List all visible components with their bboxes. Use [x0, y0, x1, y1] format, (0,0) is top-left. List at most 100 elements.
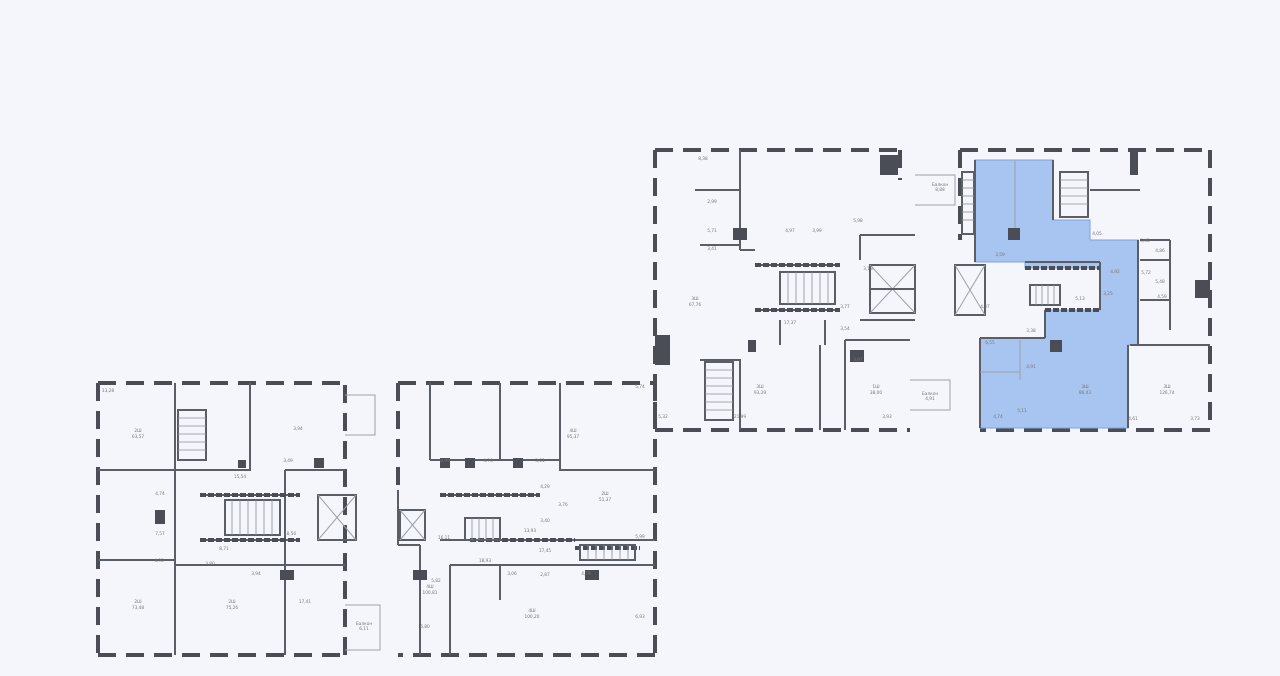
area-label: 3,76: [558, 502, 568, 508]
stairs: [177, 409, 281, 536]
area-label: 3,40: [540, 518, 550, 524]
area-label: 3,97: [853, 357, 863, 363]
room-type-label: 3Ш: [756, 384, 764, 390]
room-area-label: 75,26: [226, 605, 239, 611]
area-label: 5,82: [431, 578, 441, 584]
area-label: 4,05: [1092, 231, 1102, 237]
area-label: 18,93: [479, 558, 492, 564]
area-label: 6,55: [985, 340, 995, 346]
area-label: 4,93: [154, 558, 164, 564]
area-label: 6,93: [635, 614, 645, 620]
room-type-label: 1Ш: [872, 384, 880, 390]
balcony-area-label: 6,11: [359, 626, 369, 632]
area-label: 4,86: [1155, 248, 1165, 254]
area-label: 4,76: [483, 458, 493, 464]
room-area-label: 86,43: [1079, 390, 1092, 396]
area-label: 5,71: [707, 228, 717, 234]
room-area-label: 63,57: [132, 434, 145, 440]
room-area-label: 67,76: [689, 302, 702, 308]
area-label: 13,28: [102, 388, 115, 394]
area-label: 4,61: [1128, 416, 1138, 422]
block-far-east: [954, 148, 1212, 432]
apartment-selected[interactable]: [974, 159, 1139, 429]
area-label: 3,51: [535, 458, 545, 464]
balcony-label: Балкон: [356, 621, 373, 627]
area-label: 8,99: [440, 458, 450, 464]
area-label: 3,54: [840, 326, 850, 332]
area-label: 5,99: [635, 534, 645, 540]
room-type-label: 3Ш: [691, 296, 699, 302]
area-label: 3,93: [882, 414, 892, 420]
stairs: [961, 171, 1089, 306]
room-type-label: 4Ш: [569, 428, 577, 434]
balcony-area-label: 8,88: [935, 187, 945, 193]
area-label: 5,98: [853, 218, 863, 224]
area-label: 3,18: [863, 266, 873, 272]
area-label: 3,94: [293, 426, 303, 432]
block-west: [96, 381, 381, 657]
balcony-label: Балкон: [922, 391, 939, 397]
area-label: 3,59: [995, 252, 1005, 258]
area-label: 3,99: [812, 228, 822, 234]
area-label: 17,41: [299, 599, 312, 605]
area-label: 3,80: [205, 561, 215, 567]
room-area-label: 95,37: [567, 434, 580, 440]
area-label: 5,74: [635, 384, 645, 390]
area-label: 18,56: [284, 531, 297, 537]
area-label: 13,93: [524, 528, 537, 534]
area-label: 4,97: [785, 228, 795, 234]
area-label: 3,77: [840, 304, 850, 310]
room-type-label: 3Ш: [1163, 384, 1171, 390]
block-center: [396, 381, 657, 657]
room-area-label: 73,48: [132, 605, 145, 611]
area-label: 5,45: [1140, 238, 1150, 244]
balcony-label: Балкон: [932, 182, 949, 188]
room-type-label: 4Ш: [426, 584, 434, 590]
balcony-area-label: 4,91: [925, 396, 935, 402]
room-area-label: 100,20: [524, 614, 539, 620]
room-type-label: 2Ш: [601, 491, 609, 497]
area-label: 3,38: [1026, 328, 1036, 334]
area-label: 3,73: [1190, 416, 1200, 422]
area-label: 5,48: [1155, 279, 1165, 285]
stairs: [464, 517, 636, 561]
area-label: 4,74: [155, 491, 165, 497]
area-label: 8,71: [219, 546, 229, 552]
area-label: 3,49: [283, 458, 293, 464]
area-label: 5,72: [1141, 270, 1151, 276]
area-label: 15,54: [234, 474, 247, 480]
area-label: 4,29: [540, 484, 550, 490]
area-label: 8,38: [698, 156, 708, 162]
room-area-label: 126,74: [1159, 390, 1174, 396]
area-label: 2,87: [540, 572, 550, 578]
area-label: 3,94: [251, 571, 261, 577]
area-label: 7,57: [155, 531, 165, 537]
area-label: 4,59: [1157, 294, 1167, 300]
area-label: 4,74: [993, 414, 1003, 420]
room-area-label: 100,81: [422, 590, 437, 596]
area-label: 4,79: [581, 571, 591, 577]
area-label: 5,32: [658, 414, 668, 420]
area-label: 4,37: [980, 304, 990, 310]
area-label: 2,99: [707, 199, 717, 205]
area-label: 21,99: [734, 414, 747, 420]
room-type-label: 2Ш: [134, 428, 142, 434]
area-label: 5,13: [1075, 296, 1085, 302]
area-label: 3,25: [1103, 291, 1113, 297]
room-type-label: 2Ш: [134, 599, 142, 605]
room-type-label: 4Ш: [528, 608, 536, 614]
area-label: 3,06: [507, 571, 517, 577]
room-type-label: 3Ш: [1081, 384, 1089, 390]
area-label: 4,91: [1026, 364, 1036, 370]
room-area-label: 93,29: [754, 390, 767, 396]
area-label: 3,41: [707, 246, 717, 252]
room-type-label: 2Ш: [228, 599, 236, 605]
block-east: [653, 148, 956, 432]
room-area-label: 38,00: [870, 390, 883, 396]
area-label: 4,92: [1110, 269, 1120, 275]
area-label: 16,11: [438, 535, 451, 541]
area-label: 5,11: [1017, 408, 1027, 414]
stairs: [704, 271, 836, 421]
